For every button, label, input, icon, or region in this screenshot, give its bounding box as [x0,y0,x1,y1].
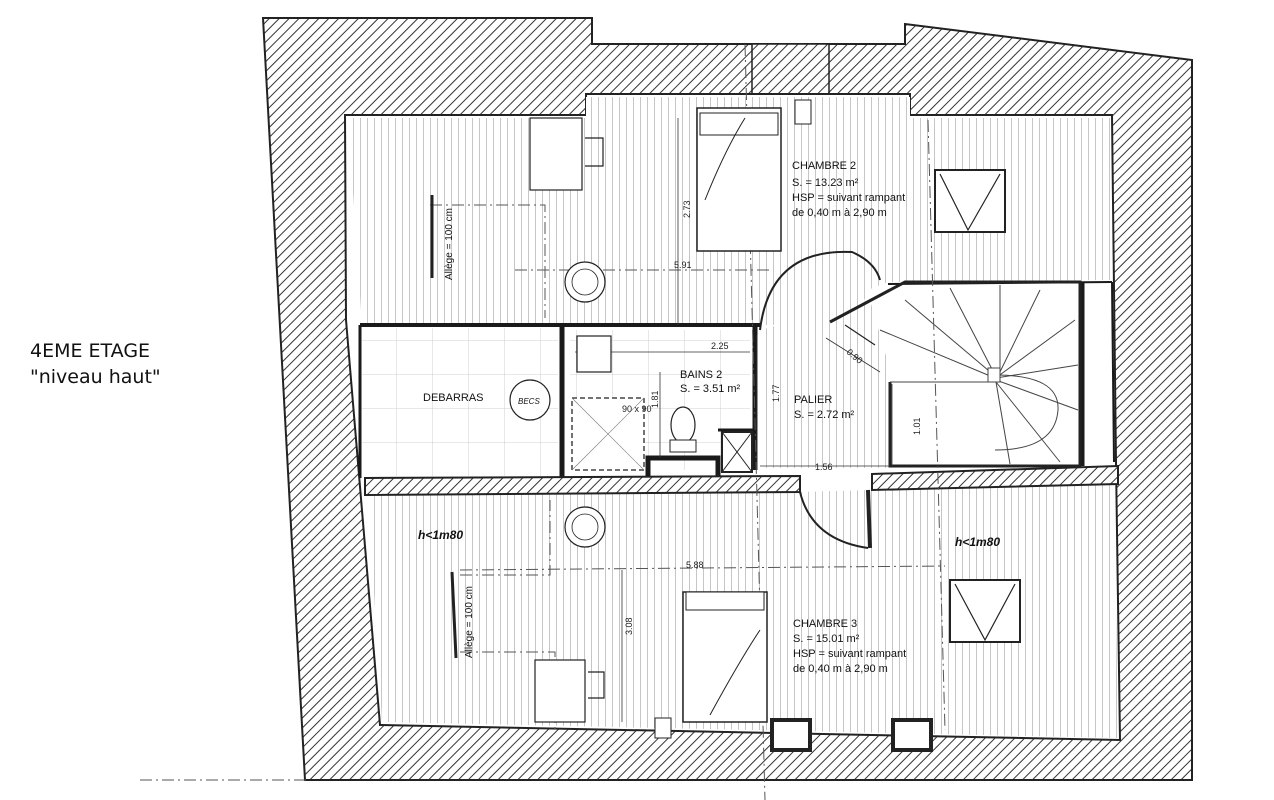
chimney-right [891,718,933,752]
bed-chambre3 [682,591,768,723]
water-heater [509,379,551,421]
chambre2-hsp: HSP = suivant rampant [792,192,905,204]
vent-chambre2 [794,99,812,125]
becs-label: BECS [518,397,540,406]
washbasin [576,335,612,373]
dim-2-25: 2.25 [711,341,729,351]
allege-window-bottom [450,571,458,659]
floor-level-subtitle: "niveau haut" [30,366,161,388]
dimension-lines [575,118,893,722]
chambre3-hsp: HSP = suivant rampant [793,648,906,660]
debarras-name: DEBARRAS [423,392,484,404]
palier-name: PALIER [794,394,832,406]
duct-shaft-cross-b [721,431,753,473]
shower-tray-diag-b [571,397,645,471]
central-hatched-wall [364,474,801,497]
shower-size-label: 90 x 90 [622,404,652,414]
chambre3-hsp-range: de 0,40 m à 2,90 m [793,663,888,675]
bains2-surface: S. = 3.51 m² [680,383,741,395]
chambre2-door-swing [759,250,881,331]
chambre3-door-jamb [866,489,872,549]
height-note-left: h<1m80 [418,528,463,542]
dim-1-81: 1.81 [650,390,660,408]
height-note-right: h<1m80 [955,535,1000,549]
palier-surface: S. = 2.72 m² [794,409,855,421]
bed-chambre2 [696,107,782,252]
chimney-left [770,718,812,752]
dim-1-77: 1.77 [771,384,781,402]
skylight-chambre2 [934,169,1006,233]
chambre3-surface: S. = 15.01 m² [793,633,860,645]
right-hatched-wall [871,464,1119,492]
dim-1-56: 1.56 [815,462,833,472]
floor-level-label: 4EME ETAGE [30,340,151,362]
dim-3-08: 3.08 [624,617,634,635]
dim-5-91: 5.91 [674,260,692,270]
vent-chambre3 [654,717,672,739]
chambre3-name: CHAMBRE 3 [793,618,857,630]
allege-bottom-label: Allège = 100 cm [464,586,475,658]
round-table-chambre2 [564,261,606,303]
toilet [670,406,696,444]
dim-1-01: 1.01 [912,417,922,435]
allege-top-label: Allège = 100 cm [444,208,455,280]
desk-chambre2 [529,117,604,191]
stair-direction-arrow [844,324,876,346]
skylight-chambre3 [949,579,1021,643]
floor-title: 4EME ETAGE "niveau haut" [30,338,161,390]
partition-walls [358,281,1115,478]
spiral-staircase [829,280,1082,468]
chambre2-name: CHAMBRE 2 [792,160,856,172]
bains2-name: BAINS 2 [680,369,722,381]
toilet-cistern [669,439,697,453]
round-table-chambre3 [564,506,606,548]
desk-chambre3 [534,659,605,723]
dim-2-73: 2.73 [682,200,692,218]
dim-5-88: 5.88 [686,560,704,570]
chimney-flue-hatch [751,43,830,97]
chambre2-hsp-range: de 0,40 m à 2,90 m [792,207,887,219]
chambre2-surface: S. = 13.23 m² [792,177,859,189]
palier-floor [760,300,890,468]
chambre3-door-swing [799,491,869,549]
